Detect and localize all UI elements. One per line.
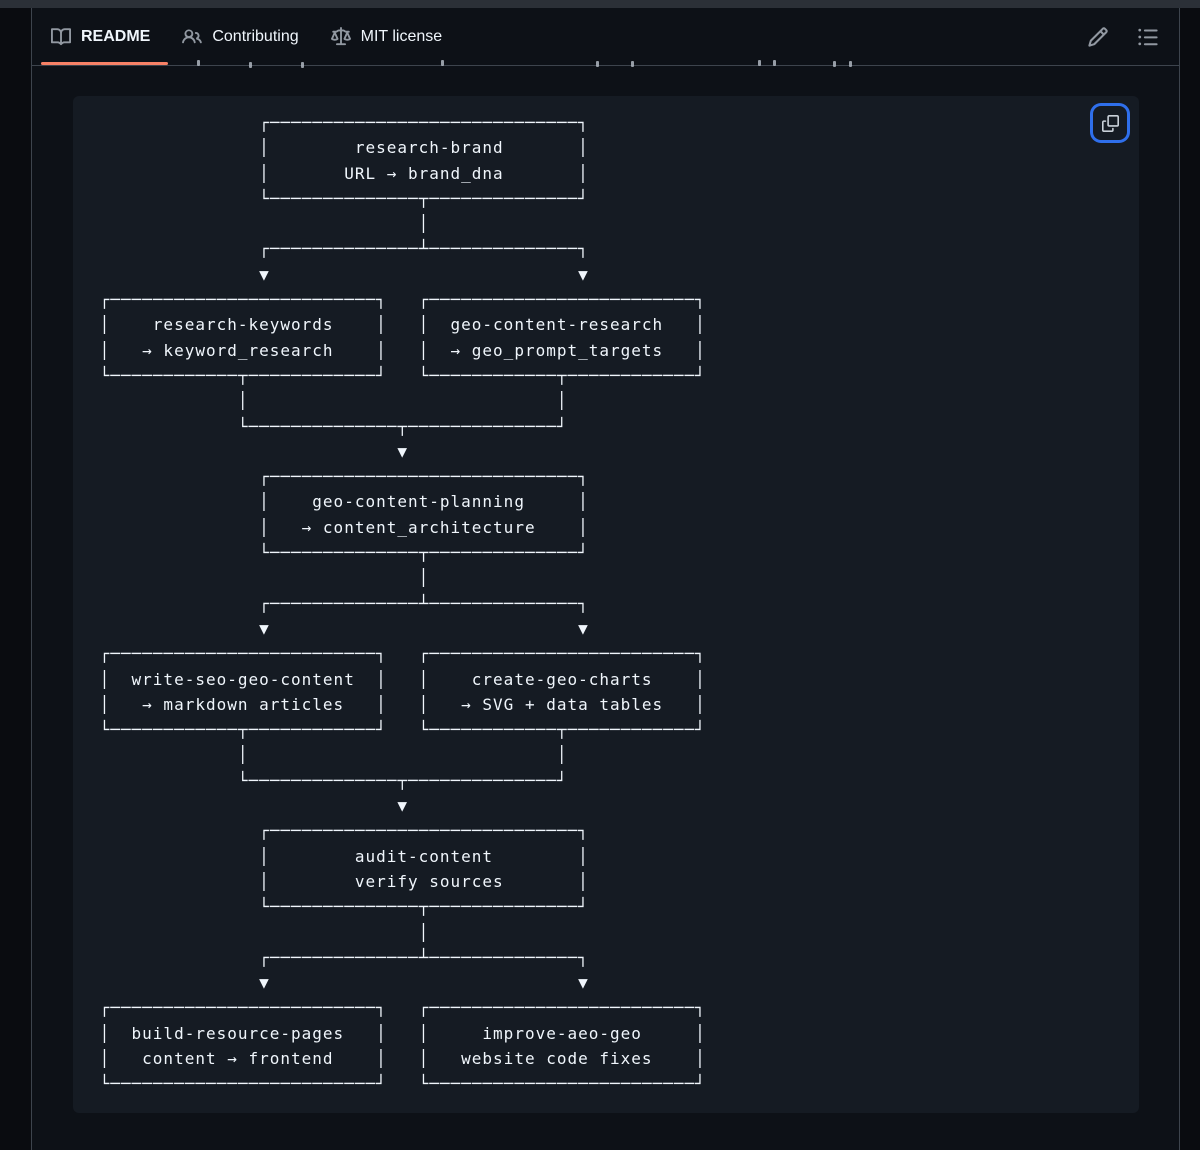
tab-contributing[interactable]: Contributing bbox=[172, 8, 308, 66]
readme-toolbar bbox=[1087, 26, 1159, 48]
copy-icon bbox=[1101, 114, 1119, 132]
people-icon bbox=[182, 27, 203, 47]
code-block: ┌─────────────────────────────┐ │ resear… bbox=[73, 96, 1139, 1113]
clipped-text-fragments bbox=[197, 60, 200, 66]
copy-button[interactable] bbox=[1093, 106, 1127, 140]
tab-readme-label: README bbox=[81, 27, 151, 45]
book-icon bbox=[51, 27, 71, 47]
list-unordered-icon bbox=[1137, 26, 1159, 48]
outline-button[interactable] bbox=[1137, 26, 1159, 48]
tab-readme[interactable]: README bbox=[41, 8, 168, 66]
top-strip bbox=[0, 0, 1200, 8]
active-tab-indicator bbox=[41, 61, 168, 65]
tab-mit-license-label: MIT license bbox=[360, 27, 443, 45]
file-tab-bar: README Contributing MIT license bbox=[32, 8, 1179, 66]
pencil-icon bbox=[1087, 26, 1109, 48]
tab-mit-license[interactable]: MIT license bbox=[321, 8, 453, 66]
readme-panel: README Contributing MIT license bbox=[31, 8, 1180, 1150]
tab-contributing-label: Contributing bbox=[212, 27, 299, 45]
law-icon bbox=[330, 26, 351, 47]
ascii-pipeline-diagram: ┌─────────────────────────────┐ │ resear… bbox=[99, 113, 706, 1094]
edit-readme-button[interactable] bbox=[1087, 26, 1109, 48]
